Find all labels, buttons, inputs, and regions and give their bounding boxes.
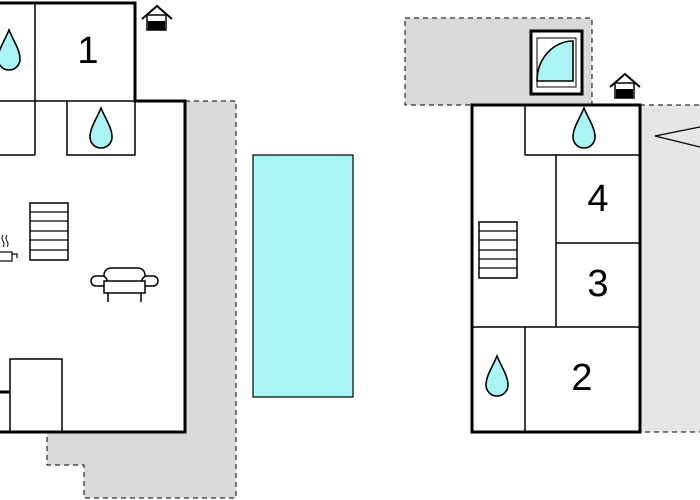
house-entrance-icon [609,72,641,99]
window-icon [529,29,584,96]
room-label-3: 3 [587,263,608,305]
bathroom-drop-icon [0,27,21,71]
sofa-icon [90,267,159,302]
utility-room-wall [9,358,63,432]
bathroom-drop-icon [572,105,596,149]
bathroom-wall [66,101,136,156]
room-label-4: 4 [587,178,608,220]
bathroom-drop-icon [89,105,113,149]
kettle-icon [0,234,18,262]
swimming-pool [252,154,354,398]
staircase-icon [478,221,518,279]
bathroom-drop-icon [485,353,509,397]
upper-floor-walls [470,103,642,434]
terrace-right [639,104,700,433]
bathroom-wall [524,105,640,156]
staircase-icon [29,202,69,261]
ground-floor-walls [0,1,187,434]
room-label-1: 1 [77,30,98,72]
view-direction-icon [654,126,700,148]
room-label-2: 2 [571,357,592,399]
house-entrance-icon [141,4,173,31]
